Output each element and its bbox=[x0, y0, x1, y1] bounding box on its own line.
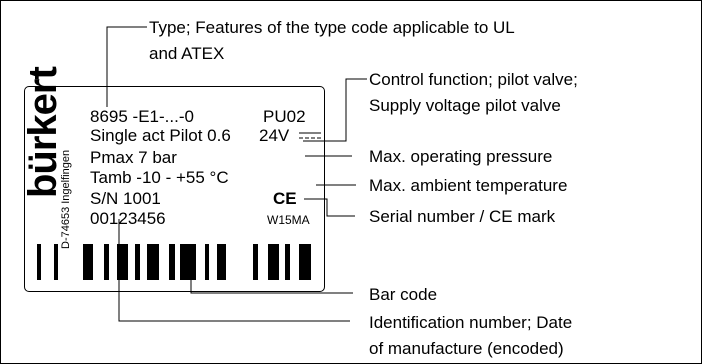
annotation-pressure: Max. operating pressure bbox=[369, 147, 553, 166]
leader-serial bbox=[304, 198, 355, 217]
ce-mark: CE bbox=[273, 189, 297, 208]
supply-voltage: 24V bbox=[259, 126, 290, 145]
annotation-control-line2: Supply voltage pilot valve bbox=[369, 96, 561, 115]
identification-number: 00123456 bbox=[90, 209, 166, 228]
type-code: 8695 -E1-...-0 bbox=[90, 107, 194, 126]
leader-barcode bbox=[190, 266, 353, 294]
leader-identification bbox=[118, 219, 350, 322]
control-function: Single act Pilot 0.6 bbox=[90, 126, 231, 145]
annotation-type-line1: Type; Features of the type code applicab… bbox=[149, 18, 515, 37]
annotation-serial: Serial number / CE mark bbox=[369, 207, 556, 226]
ambient-temperature: Tamb -10 - +55 °C bbox=[90, 168, 229, 187]
annotation-type-line2: and ATEX bbox=[149, 44, 225, 63]
annotation-control-line1: Control function; pilot valve; bbox=[369, 70, 578, 89]
barcode bbox=[37, 244, 317, 280]
leader-type bbox=[106, 26, 147, 107]
serial-number: S/N 1001 bbox=[90, 189, 161, 208]
annotation-ident-line1: Identification number; Date bbox=[369, 313, 573, 332]
annotation-barcode: Bar code bbox=[369, 285, 438, 304]
max-pressure: Pmax 7 bar bbox=[90, 148, 177, 167]
annotation-temperature: Max. ambient temperature bbox=[369, 176, 568, 195]
date-code: W15MA bbox=[267, 213, 310, 227]
annotation-ident-line2: of manufacture (encoded) bbox=[369, 339, 564, 358]
leader-control bbox=[303, 78, 367, 142]
product-code: PU02 bbox=[263, 107, 306, 126]
